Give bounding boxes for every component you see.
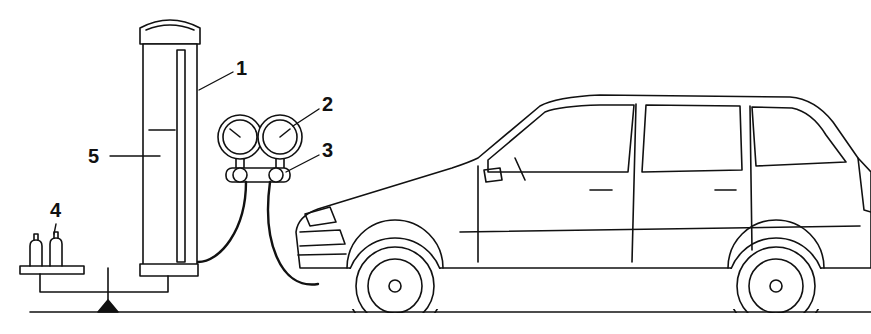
leader-lines	[54, 72, 319, 234]
callout-number: 4	[50, 200, 61, 220]
callout-number: 2	[322, 94, 333, 114]
callout-number: 1	[236, 58, 247, 78]
charging-station	[20, 20, 318, 312]
callout-number: 3	[322, 140, 333, 160]
callout-number: 5	[88, 146, 99, 166]
ground-line	[30, 311, 871, 313]
car	[296, 95, 871, 334]
